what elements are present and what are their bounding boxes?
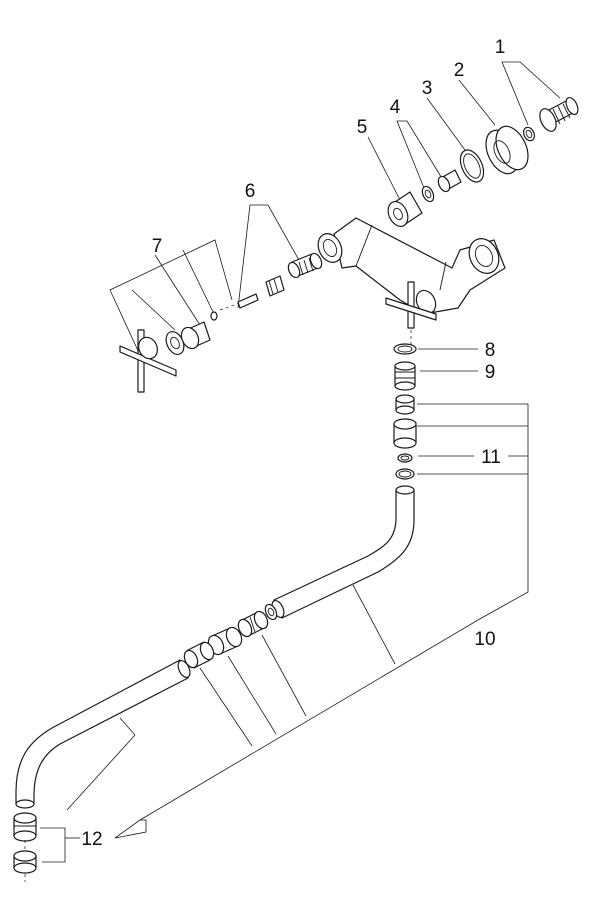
part-1-connector — [522, 96, 579, 142]
part-9-nut — [394, 361, 416, 391]
leader-10-main — [114, 619, 479, 839]
leader-10-lower — [114, 819, 147, 839]
part-12-aerator — [13, 812, 37, 882]
leader-10-d1 — [352, 584, 396, 665]
mixer-body — [317, 217, 506, 329]
leader-4 — [396, 120, 444, 189]
callout-9: 9 — [485, 362, 496, 383]
callout-3: 3 — [422, 78, 433, 99]
callout-5: 5 — [357, 117, 368, 138]
part-2-rosette — [485, 125, 529, 175]
spout-upper-pipe — [271, 485, 415, 619]
leader-7d — [182, 249, 217, 319]
leader-7c — [154, 254, 201, 326]
leader-10-d5 — [119, 717, 136, 736]
part-10-ring-a — [395, 394, 415, 415]
leader-10-d3 — [227, 655, 277, 735]
leader-7 — [109, 239, 233, 356]
leader-10-d4 — [199, 667, 253, 747]
spout-lower-pipe — [15, 659, 191, 809]
leader-10-bracket — [417, 403, 529, 621]
axis-valve — [219, 302, 241, 311]
callout-6: 6 — [245, 181, 256, 202]
leader-5 — [367, 136, 401, 201]
leader-10-d2 — [261, 634, 307, 717]
part-7-handle — [119, 311, 218, 393]
callout-10: 10 — [474, 629, 495, 650]
callout-1: 1 — [495, 37, 506, 58]
part-5-sleeve — [387, 191, 423, 227]
leader-10-e — [66, 734, 136, 811]
callout-12: 12 — [81, 829, 102, 850]
leader-12 — [40, 827, 66, 863]
leader-7b — [131, 289, 176, 331]
part-10-sleeve — [393, 418, 417, 449]
spout-coupler — [237, 610, 269, 638]
part-3-oring — [459, 149, 485, 183]
callout-2: 2 — [454, 60, 465, 81]
callout-7: 7 — [152, 236, 163, 257]
part-11-oring — [397, 453, 413, 463]
part-4-adapter — [421, 169, 462, 203]
leader-6 — [237, 204, 301, 309]
leader-1 — [501, 61, 561, 126]
callouts: 1 2 3 4 5 6 7 8 9 10 11 12 — [81, 37, 505, 850]
leader-3 — [426, 97, 466, 151]
callout-8: 8 — [485, 340, 496, 361]
leader-2 — [458, 79, 496, 126]
callout-11: 11 — [481, 447, 501, 468]
part-10-washer — [395, 468, 415, 480]
spout-nut — [183, 641, 215, 669]
part-8-oring — [393, 343, 417, 355]
spout-ring-1 — [264, 603, 278, 621]
callout-4: 4 — [390, 97, 401, 118]
part-6-cartridge — [237, 252, 323, 309]
leader-lines — [40, 61, 561, 863]
